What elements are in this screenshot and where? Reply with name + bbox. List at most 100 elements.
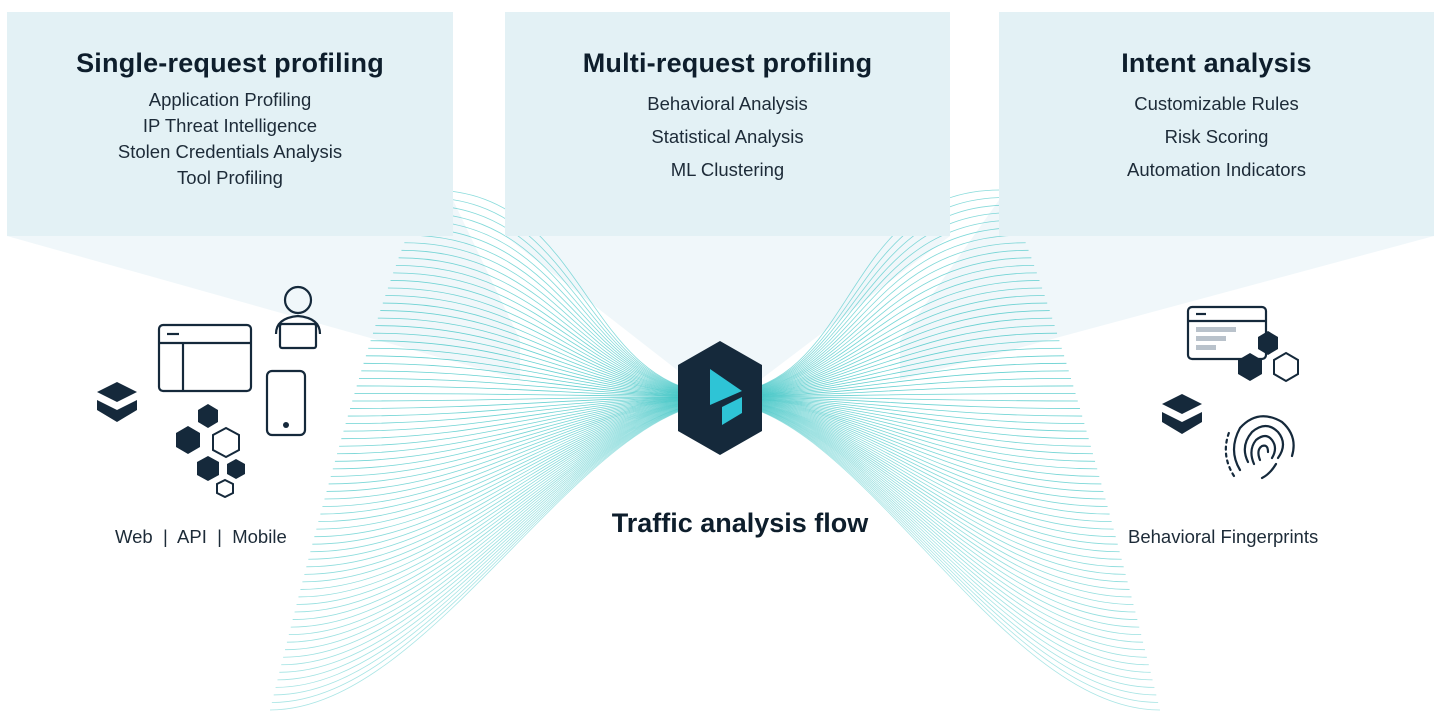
flow-line	[365, 355, 721, 397]
flow-line	[304, 399, 721, 575]
flow-line	[719, 401, 1151, 673]
flow-line	[310, 399, 721, 553]
flow-line	[719, 385, 1074, 398]
flow-line	[719, 398, 1110, 515]
flow-line	[302, 399, 721, 583]
flow-line	[719, 272, 1037, 396]
flow-line	[424, 197, 721, 395]
flow-line	[719, 398, 1102, 485]
flow-line	[395, 264, 721, 396]
flow-line	[328, 398, 721, 485]
flow-line	[382, 302, 721, 397]
list-item: Automation Indicators	[1127, 159, 1306, 180]
flow-line	[326, 398, 721, 492]
flow-line	[420, 204, 721, 395]
flow-line	[410, 227, 721, 395]
flow-line	[719, 401, 1161, 711]
flow-line	[719, 400, 1142, 636]
flow-line	[719, 399, 1118, 545]
logo-hexagon-icon	[678, 341, 762, 455]
flow-line	[332, 397, 721, 470]
panel-intent-analysis: Intent analysis Customizable Rules Risk …	[999, 12, 1434, 236]
flow-line	[370, 340, 721, 397]
flow-line	[269, 401, 721, 711]
flow-line	[308, 399, 721, 560]
cube-icon	[97, 382, 137, 422]
flow-line	[719, 249, 1029, 396]
list-item: Behavioral Analysis	[647, 93, 808, 114]
flow-line	[719, 362, 1067, 398]
mobile-phone-icon	[265, 369, 307, 437]
flow-line	[393, 272, 721, 396]
flow-line	[719, 400, 1149, 666]
flow-line	[279, 401, 721, 673]
flow-line	[416, 212, 721, 395]
flow-line	[719, 398, 1112, 522]
flow-line	[719, 340, 1060, 397]
flow-line	[334, 397, 721, 462]
flow-line	[375, 325, 721, 397]
flow-lines-group	[269, 189, 1161, 711]
flow-line	[719, 234, 1023, 396]
flow-line	[719, 355, 1065, 397]
flow-line	[281, 400, 721, 666]
panel-multi-list: Behavioral Analysis Statistical Analysis…	[505, 87, 950, 186]
list-item: ML Clustering	[670, 159, 785, 180]
flow-line	[372, 332, 721, 397]
flow-line	[320, 398, 721, 515]
flow-line	[719, 397, 1091, 447]
flow-line	[347, 397, 721, 417]
panel-right-taper	[900, 200, 1434, 380]
browser-window-icon	[157, 323, 253, 393]
flow-line	[719, 347, 1062, 397]
flow-line	[719, 399, 1122, 560]
flow-line	[377, 317, 721, 397]
panel-left-taper	[7, 200, 520, 380]
flow-line	[719, 397, 1093, 455]
flow-line	[401, 249, 721, 396]
flow-line	[398, 257, 721, 396]
flow-line	[314, 398, 721, 538]
flow-line	[719, 397, 1083, 417]
flow-line	[324, 398, 721, 500]
flow-line	[343, 397, 721, 432]
flow-line	[719, 397, 1096, 462]
list-item: Tool Profiling	[177, 167, 283, 188]
flow-line	[719, 400, 1138, 620]
flow-line	[354, 393, 721, 398]
panel-single-list: Application Profiling IP Threat Intellig…	[7, 87, 453, 191]
flow-line	[719, 398, 1108, 507]
panel-single-request: Single-request profiling Application Pro…	[7, 12, 453, 236]
flow-line	[339, 397, 721, 447]
list-item: Statistical Analysis	[651, 126, 804, 147]
flow-line	[719, 325, 1055, 397]
flow-line	[719, 399, 1124, 568]
flow-line	[719, 400, 1136, 613]
flow-line	[296, 399, 721, 605]
flow-line	[719, 401, 1157, 696]
list-item: Customizable Rules	[1134, 93, 1299, 114]
flow-line	[356, 385, 721, 398]
flow-line	[719, 398, 1104, 492]
panel-multi-request: Multi-request profiling Behavioral Analy…	[505, 12, 950, 236]
panel-intent-list: Customizable Rules Risk Scoring Automati…	[999, 87, 1434, 186]
flow-line	[429, 189, 721, 395]
flow-line	[404, 242, 721, 396]
flow-line	[719, 400, 1144, 643]
sources-label: Web | API | Mobile	[115, 526, 287, 547]
flow-line	[719, 397, 1085, 425]
flow-line	[273, 401, 721, 696]
flow-line	[719, 398, 1114, 530]
flow-line	[719, 310, 1050, 397]
flow-line	[275, 401, 721, 688]
flow-line	[312, 399, 721, 545]
flow-line	[719, 242, 1026, 396]
flow-line	[318, 398, 721, 522]
flow-line	[271, 401, 721, 703]
flow-line	[719, 370, 1069, 398]
flow-line	[719, 401, 1159, 703]
flow-line	[719, 219, 1017, 395]
flow-line	[350, 396, 721, 409]
flow-line	[361, 370, 721, 398]
flow-line	[719, 212, 1014, 395]
